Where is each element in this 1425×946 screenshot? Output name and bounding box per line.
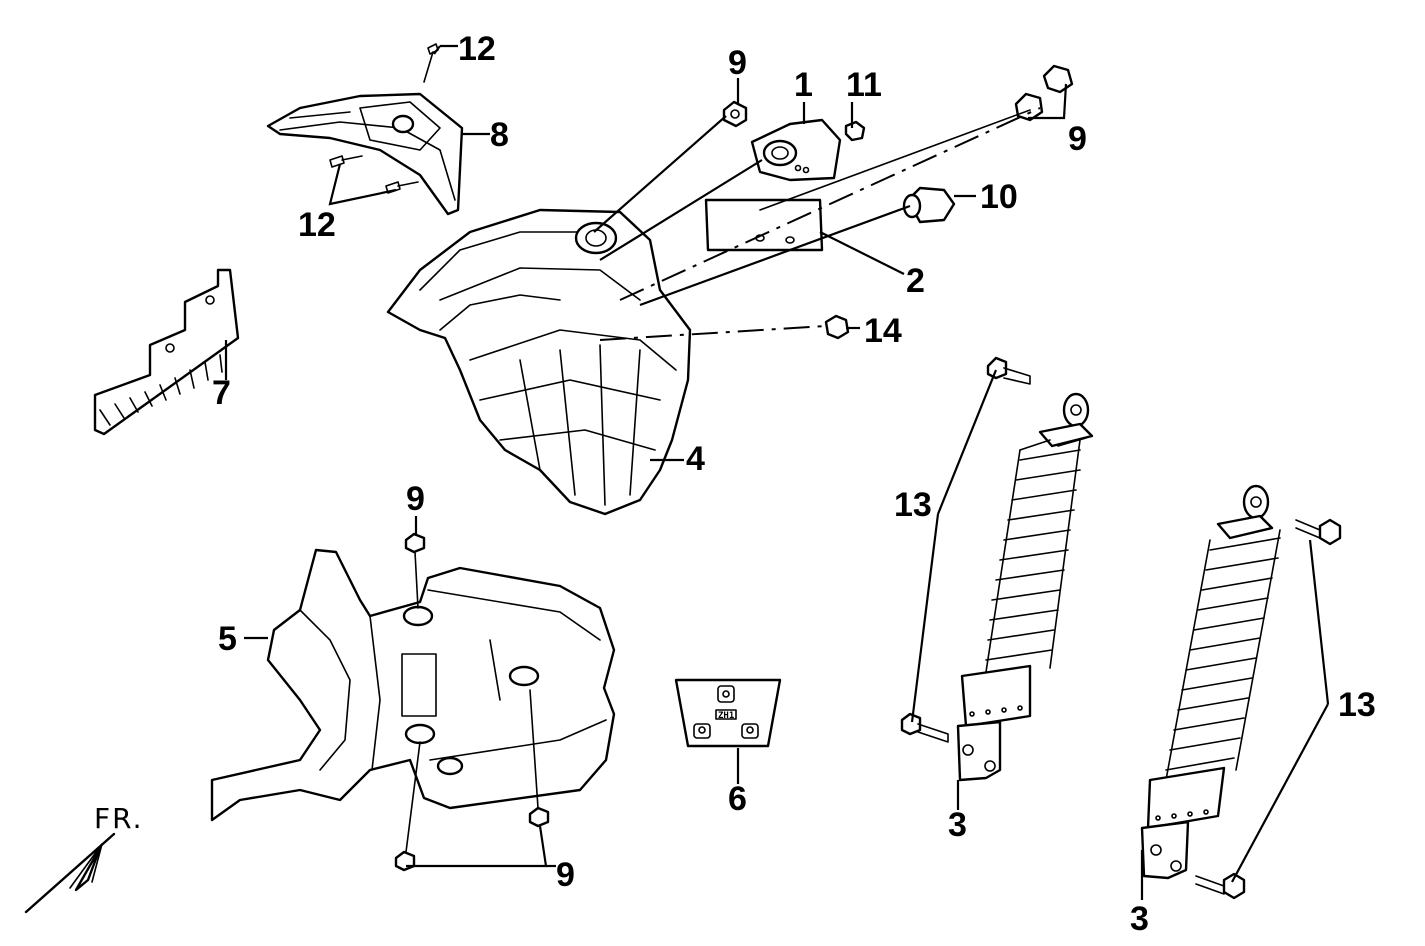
callout-10: 10 — [980, 178, 1018, 216]
callout-12-bottom: 12 — [298, 206, 336, 244]
callout-9-right: 9 — [1068, 120, 1087, 158]
callout-13-right: 13 — [1338, 686, 1376, 724]
part-14-nut — [824, 314, 850, 340]
part-10-buffer — [902, 186, 956, 224]
callout-5: 5 — [218, 620, 237, 658]
part-5-undertray — [210, 548, 616, 822]
screw-12-right — [385, 181, 419, 194]
part-3-shock-left — [956, 392, 1094, 782]
callout-7: 7 — [212, 374, 231, 412]
part-6-plate: ZH1 — [674, 678, 782, 748]
assembly-line — [619, 107, 1041, 301]
part-1-bracket — [750, 118, 842, 182]
bolt-9-undertray-left — [394, 850, 416, 872]
callout-13-left: 13 — [894, 486, 932, 524]
bolt-13-left-bottom — [900, 712, 949, 743]
plate-stamp: ZH1 — [718, 711, 734, 721]
bolt-13-right-bottom — [1195, 872, 1246, 900]
assembly-line — [599, 159, 763, 261]
part-11-nut — [844, 120, 866, 142]
bolt-13-left-top — [986, 356, 1031, 385]
part-2-plate — [704, 198, 824, 252]
bolt-13-right-top — [1295, 518, 1342, 546]
assembly-line — [405, 741, 421, 853]
bolt-9-near-bracket — [722, 100, 748, 128]
bolt-9-undertray-right — [528, 689, 550, 828]
callout-3-right: 3 — [1130, 900, 1149, 938]
callout-12-top: 12 — [458, 30, 496, 68]
callout-14: 14 — [864, 312, 902, 350]
assembly-line — [599, 325, 827, 341]
callout-9-bottom: 9 — [556, 856, 575, 894]
callout-11: 11 — [846, 66, 882, 104]
callout-2: 2 — [906, 262, 925, 300]
callout-6: 6 — [728, 780, 747, 818]
callout-4: 4 — [686, 440, 705, 478]
part-7-decal — [93, 268, 240, 436]
part-3-shock-right — [1140, 484, 1281, 880]
screw-12-left — [329, 155, 363, 168]
front-direction-indicator: FR. — [24, 802, 143, 914]
front-label: FR. — [94, 802, 143, 835]
callout-8: 8 — [490, 116, 509, 154]
callout-9-top: 9 — [728, 44, 747, 82]
leader-lines — [224, 44, 1330, 900]
part-4-rear-fender — [386, 208, 692, 516]
assembly-line — [593, 115, 727, 233]
bolt-9-undertray-top — [404, 532, 426, 609]
part-8-rear-cover — [266, 92, 464, 216]
callout-1: 1 — [794, 66, 813, 104]
callout-9-undertray: 9 — [406, 480, 425, 518]
callout-3-left: 3 — [948, 806, 967, 844]
assembly-line — [639, 204, 911, 307]
